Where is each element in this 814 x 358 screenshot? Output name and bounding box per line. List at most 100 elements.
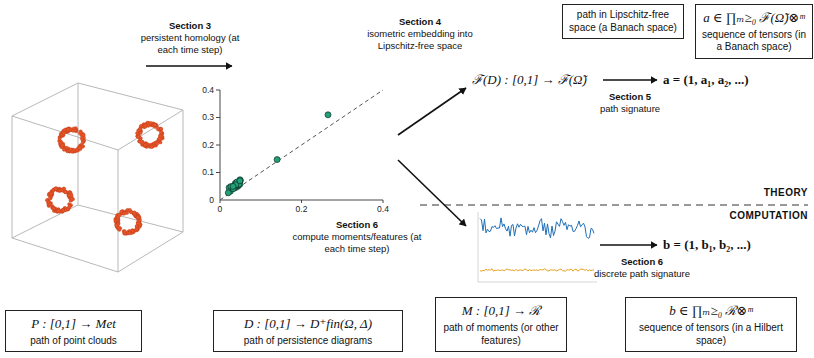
point [144,143,147,146]
section-label: Section 6 [336,219,378,230]
point [156,142,159,145]
point [133,211,136,214]
point [62,131,65,134]
diagram-point [237,178,243,184]
point [120,210,123,213]
point [136,216,139,219]
step-label: discrete path signature [594,268,690,280]
step-label: path signature [600,103,660,115]
point [135,228,138,231]
point [48,197,51,200]
point [57,209,60,212]
formula: ℱ(D) : [0,1] → ℱ(Ω̃) [472,72,587,88]
point [63,191,66,194]
section-label: Section 3 [169,20,211,31]
text-box: b ∈ ∏ₘ≥₀ ℛ⊗ᵐsequence of tensors (in a Hi… [625,297,797,352]
box-text: sequence of tensors (in a Hilbert space) [632,322,790,347]
point [81,145,84,148]
diagonal [220,90,383,200]
diagram-points [225,112,331,196]
point [54,187,57,190]
point [69,148,72,151]
box-text: path of point clouds [12,335,135,348]
point [123,230,126,233]
box-text: path of moments (or other features) [442,322,560,347]
point [70,197,73,200]
point [149,121,152,124]
step-label: compute moments/features (at each time s… [292,231,422,255]
point [54,187,57,190]
point [61,143,64,146]
point [151,144,154,147]
point [128,208,131,211]
point [136,135,139,138]
box-text: path in Lipschitz-free space (a Banach s… [569,9,677,34]
point [136,215,139,218]
point [136,228,139,231]
tick-label: 0.2 [202,141,214,150]
tick-label: 0.4 [377,205,389,214]
point [158,137,161,140]
point [51,207,54,210]
point [54,187,57,190]
point [48,202,51,205]
point-clouds [45,121,164,235]
point [137,129,140,132]
box-edge [12,83,183,272]
point [61,144,64,147]
point [80,137,83,140]
text-box: D : [0,1] → D⁺fin(Ω, Δ) path of persisten… [213,310,403,352]
point-cloud-box [12,83,183,272]
point [68,205,71,208]
text-box: a ∈ ∏ₘ≥₀ ℱ(Ω̃)⊗ᵐsequence of tensors (in … [695,4,813,59]
point [159,131,162,134]
point [61,208,64,211]
diagram-point [230,183,236,189]
point [67,194,70,197]
point [64,190,67,193]
axis [478,212,597,282]
point [136,222,139,225]
tick-label: 0.2 [296,205,308,214]
point [49,192,52,195]
point [72,129,75,132]
point [158,134,161,137]
point [67,127,70,130]
step-label: persistent homology (at each time step) [140,32,240,56]
text-box: path in Lipschitz-free space (a Banach s… [562,4,684,39]
point [78,146,81,149]
diagram-point [237,178,243,184]
point [118,214,121,217]
point [136,228,139,231]
point [137,135,140,138]
point [61,144,64,147]
point [48,202,51,205]
section-label: Section 4 [399,16,441,27]
text-box: P : [0,1] → Met path of point clouds [5,310,142,352]
point [133,212,136,215]
ticks [216,90,383,203]
point [117,226,120,229]
point [135,229,138,232]
formula: P : [0,1] → Met [12,315,135,333]
formula: M : [0,1] → ℛ [442,302,560,320]
point [160,131,163,134]
moment-line [480,218,594,238]
box-edge [12,83,183,150]
formula: a ∈ ∏ₘ≥₀ ℱ(Ω̃)⊗ᵐ [702,9,806,27]
tick-label: 0 [209,196,214,205]
divider [420,204,808,205]
box-text: path of persistence diagrams [220,335,396,348]
point [135,215,138,218]
formula: D : [0,1] → D⁺fin(Ω, Δ) [220,315,396,333]
point [150,145,153,148]
section-label: Section 6 [621,256,663,267]
point [159,128,162,131]
arrow [398,160,466,226]
point [51,206,54,209]
point [66,129,69,132]
point [117,214,120,217]
point [128,232,131,235]
tick-label: 0.3 [202,113,214,122]
